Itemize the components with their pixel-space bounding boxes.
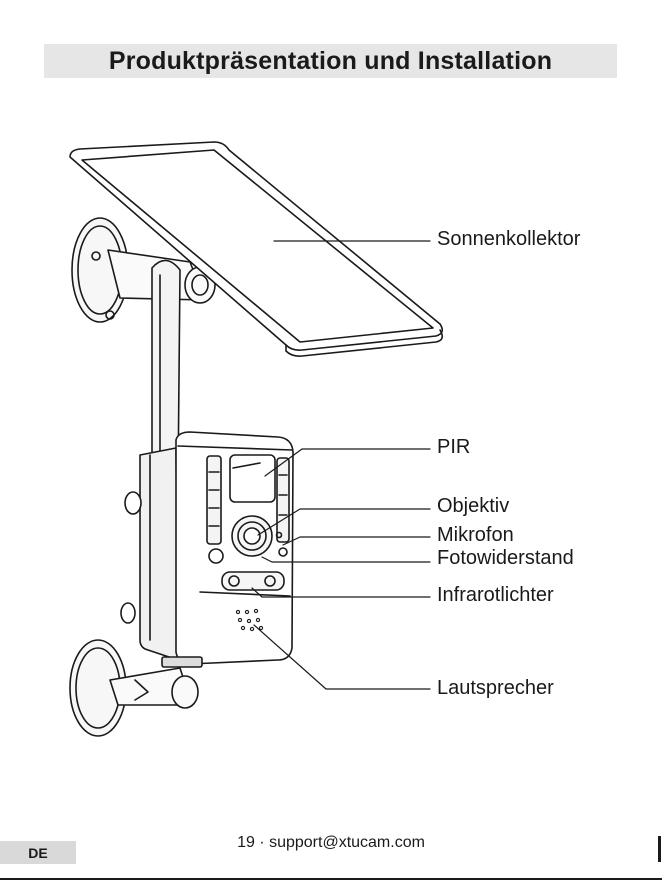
callout-pir: PIR [437,436,470,458]
callout-photoresistor: Fotowiderstand [437,547,574,569]
footer-page-info: 19 · support@xtucam.com [0,834,662,852]
callout-infrared-leds: Infrarotlichter [437,584,554,606]
page-edge-mark [658,836,661,862]
camera-body [121,432,293,667]
callout-lens: Objektiv [437,495,509,517]
callout-microphone: Mikrofon [437,524,514,546]
language-badge: DE [0,841,76,864]
bottom-rule [0,878,662,880]
callout-speaker: Lautsprecher [437,677,554,699]
callout-solar-panel: Sonnenkollektor [437,228,580,250]
